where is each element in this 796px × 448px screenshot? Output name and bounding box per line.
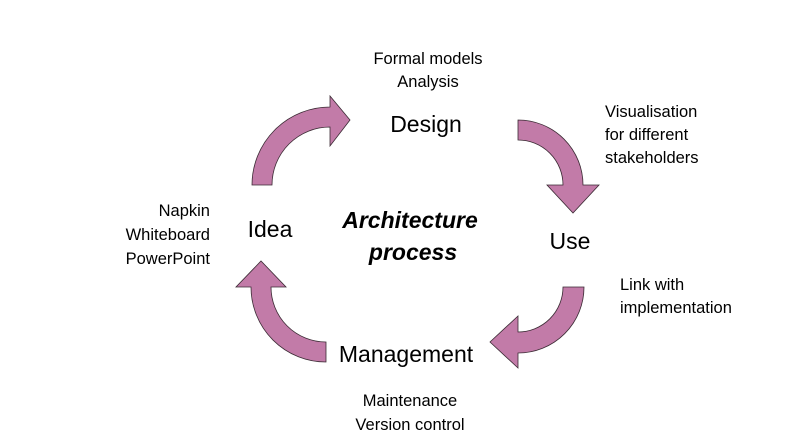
use-note-5: implementation (620, 299, 732, 317)
stage-idea: Idea (248, 216, 293, 242)
stage-management: Management (339, 341, 474, 367)
arrow-design-to-use (517, 119, 600, 214)
design-note-2: Analysis (397, 73, 458, 91)
arrow-management-to-idea (235, 260, 327, 363)
management-note-1: Maintenance (363, 392, 457, 410)
idea-note-1: Napkin (159, 202, 210, 220)
idea-note-3: PowerPoint (126, 250, 211, 268)
design-note-1: Formal models (373, 50, 482, 68)
arrow-use-to-management (489, 286, 585, 369)
use-note-3: stakeholders (605, 149, 699, 167)
use-note-1: Visualisation (605, 103, 697, 121)
use-note-4: Link with (620, 276, 684, 294)
stage-design: Design (390, 111, 462, 137)
center-title-line2: process (368, 239, 457, 265)
arrow-idea-to-design (251, 94, 351, 186)
center-title-line1: Architecture (341, 207, 478, 233)
management-note-2: Version control (355, 416, 464, 434)
use-note-2: for different (605, 126, 689, 144)
stage-use: Use (550, 228, 591, 254)
idea-note-2: Whiteboard (126, 226, 210, 244)
